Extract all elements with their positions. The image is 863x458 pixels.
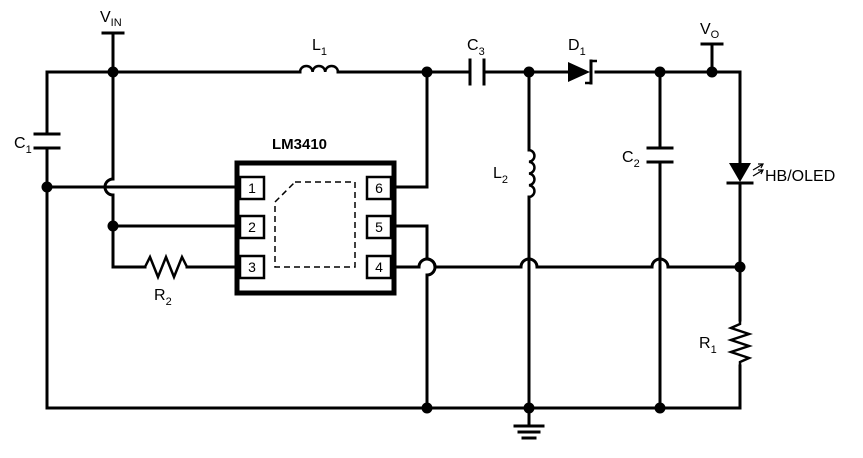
led-label: HB/OLED bbox=[765, 168, 835, 185]
l2-label: L2 bbox=[493, 165, 508, 186]
pin-2-number: 2 bbox=[248, 219, 256, 235]
led-diode bbox=[726, 163, 764, 185]
vin-terminal bbox=[101, 31, 125, 74]
pin6-wire bbox=[392, 70, 429, 189]
l2-inductor bbox=[528, 148, 536, 199]
d1-label: D1 bbox=[568, 37, 586, 58]
c2-capacitor bbox=[646, 146, 674, 164]
vin-vertical-wire bbox=[103, 70, 147, 269]
l1-label: L1 bbox=[312, 37, 327, 58]
ic-pins bbox=[238, 175, 393, 280]
pin-5-number: 5 bbox=[375, 219, 383, 235]
c2-label: C2 bbox=[622, 149, 640, 170]
ic-package bbox=[234, 160, 397, 296]
c1-label: C1 bbox=[14, 135, 32, 156]
pin-1-number: 1 bbox=[248, 180, 256, 196]
pin-4-number: 4 bbox=[375, 259, 383, 275]
c3-capacitor bbox=[468, 58, 486, 86]
d1-diode bbox=[568, 59, 597, 85]
pin4-feedback-wire bbox=[392, 257, 742, 269]
junction-dots bbox=[41, 66, 746, 414]
pin5-wire bbox=[392, 224, 437, 410]
r2-label: R2 bbox=[154, 287, 172, 308]
c1-capacitor bbox=[33, 132, 61, 150]
vo-label: VO bbox=[700, 21, 720, 41]
ground-symbol bbox=[513, 406, 545, 440]
vin-label: VIN bbox=[100, 9, 122, 29]
c3-label: C3 bbox=[467, 37, 485, 58]
r2-resistor bbox=[143, 253, 189, 281]
ic-exposed-pad bbox=[274, 181, 356, 268]
pin-6-number: 6 bbox=[375, 180, 383, 196]
r1-label: R1 bbox=[699, 335, 717, 356]
ic-name: LM3410 bbox=[272, 136, 327, 153]
pin-3-number: 3 bbox=[248, 259, 256, 275]
r1-resistor bbox=[727, 320, 753, 366]
l1-inductor bbox=[298, 64, 340, 73]
